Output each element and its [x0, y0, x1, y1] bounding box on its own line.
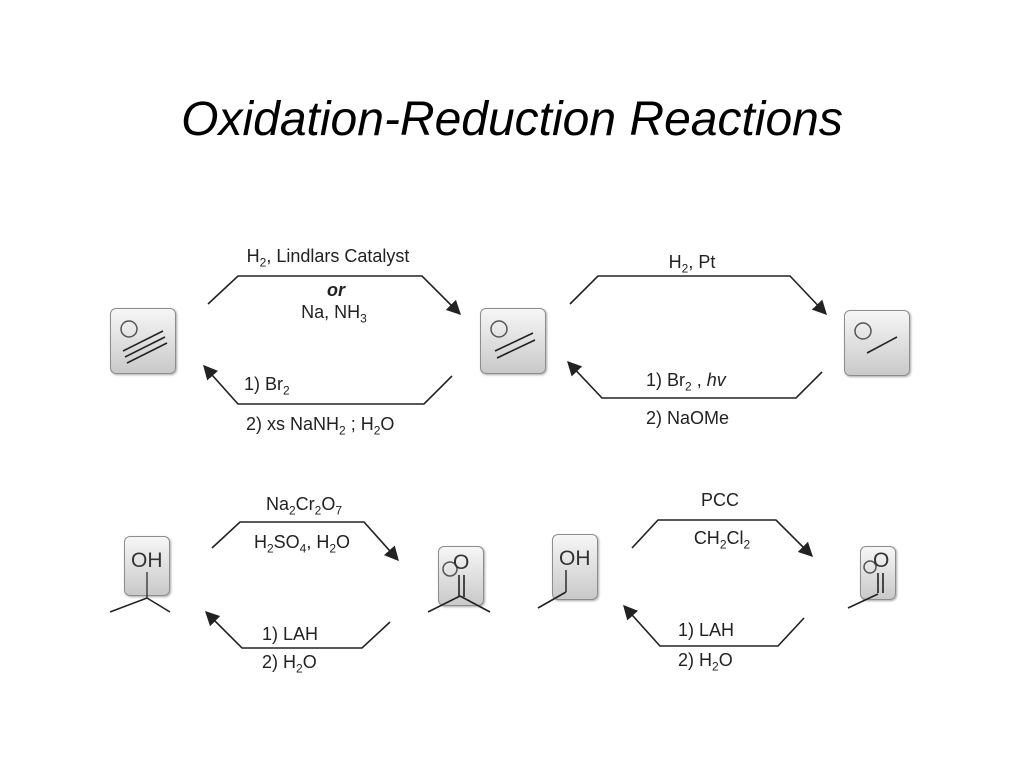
alkane-drawing: [854, 322, 898, 354]
prim-alcohol-oh-label: OH: [559, 547, 591, 570]
alkyne-structure: [110, 308, 176, 374]
alkene-to-alkane-arrow: [569, 275, 827, 316]
alkene-structure: [480, 308, 546, 374]
ketone-structure: O: [438, 546, 484, 606]
reagent-ch2cl2: CH2Cl2: [693, 528, 751, 552]
aldehyde-carbonyl-drawing: [863, 560, 884, 593]
ketone-carbonyl-drawing: [442, 561, 465, 597]
secondary-alcohol-structure: OH: [124, 536, 170, 596]
reagent-br2-step1: 1) Br2: [244, 374, 290, 398]
sec-alcohol-oh-label: OH: [131, 549, 163, 572]
reagent-nanh2-step2: 2) xs NaNH2 ; H2O: [246, 414, 395, 438]
reagent-na2cr2o7: Na2Cr2O7: [265, 494, 343, 518]
reagent-h2o-step2: 2) H2O: [262, 652, 317, 676]
aldehyde-o-label: O: [873, 549, 890, 572]
reagent-br2-hv: 1) Br2 , hv: [646, 370, 726, 394]
aldehyde-structure: O: [860, 546, 896, 600]
alkene-to-alkyne-arrow: [203, 364, 453, 405]
reagent-or: or: [327, 280, 345, 300]
reagent-h2o-step2-b: 2) H2O: [678, 650, 733, 674]
reagent-pcc: PCC: [700, 490, 740, 510]
slide-title: Oxidation-Reduction Reactions: [181, 93, 843, 146]
reagent-h2-lindlar: H2, Lindlars Catalyst: [246, 246, 410, 270]
reagent-lah-step1: 1) LAH: [262, 624, 319, 644]
reagent-na-nh3: Na, NH3: [301, 302, 367, 326]
reagent-h2-pt: H2, Pt: [668, 252, 716, 276]
alkyne-drawing: [120, 320, 168, 364]
primary-alcohol-structure: OH: [552, 534, 598, 600]
reagent-naome: 2) NaOMe: [646, 408, 730, 428]
ketone-o-label: O: [453, 551, 470, 574]
reagent-h2so4-h2o: H2SO4, H2O: [253, 532, 351, 556]
reagent-lah-step1-b: 1) LAH: [678, 620, 735, 640]
alkene-drawing: [490, 320, 536, 359]
alkane-structure: [844, 310, 910, 376]
